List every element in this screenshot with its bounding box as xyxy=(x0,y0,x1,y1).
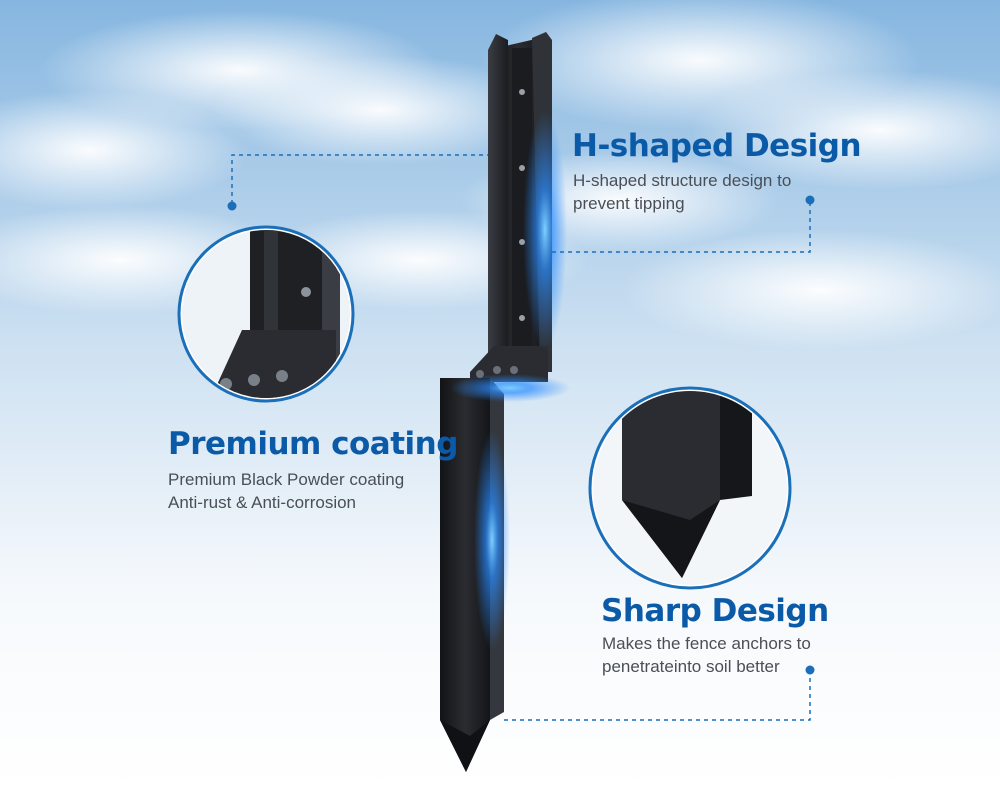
h-shaped-description: H-shaped structure design to prevent tip… xyxy=(573,169,791,215)
glow-highlight xyxy=(450,374,570,402)
coating-desc-line-1: Premium Black Powder coating xyxy=(168,470,405,489)
h-shaped-desc-line-2: prevent tipping xyxy=(573,194,685,213)
coating-title: Premium coating xyxy=(168,426,458,462)
callout-dot xyxy=(805,195,815,205)
callout-line-h-shaped xyxy=(548,202,811,253)
glow-highlight xyxy=(474,430,510,650)
sharp-title: Sharp Design xyxy=(601,593,829,629)
callout-dot xyxy=(227,201,237,211)
sharp-desc-line-2: penetrateinto soil better xyxy=(602,657,780,676)
sharp-tip-zoom-circle xyxy=(588,386,792,590)
callout-dot xyxy=(805,665,815,675)
glow-highlight xyxy=(523,110,567,350)
callout-line-coating xyxy=(231,154,488,204)
sharp-desc-line-1: Makes the fence anchors to xyxy=(602,634,811,653)
coating-desc-line-2: Anti-rust & Anti-corrosion xyxy=(168,493,357,512)
coating-zoom-circle xyxy=(177,225,355,403)
sharp-description: Makes the fence anchors to penetrateinto… xyxy=(602,632,811,678)
h-shaped-title: H-shaped Design xyxy=(572,128,862,164)
callout-lines xyxy=(231,154,811,721)
callout-line-sharp xyxy=(504,670,811,721)
coating-description: Premium Black Powder coating Anti-rust &… xyxy=(168,468,404,514)
h-shaped-desc-line-1: H-shaped structure design to xyxy=(573,171,792,190)
